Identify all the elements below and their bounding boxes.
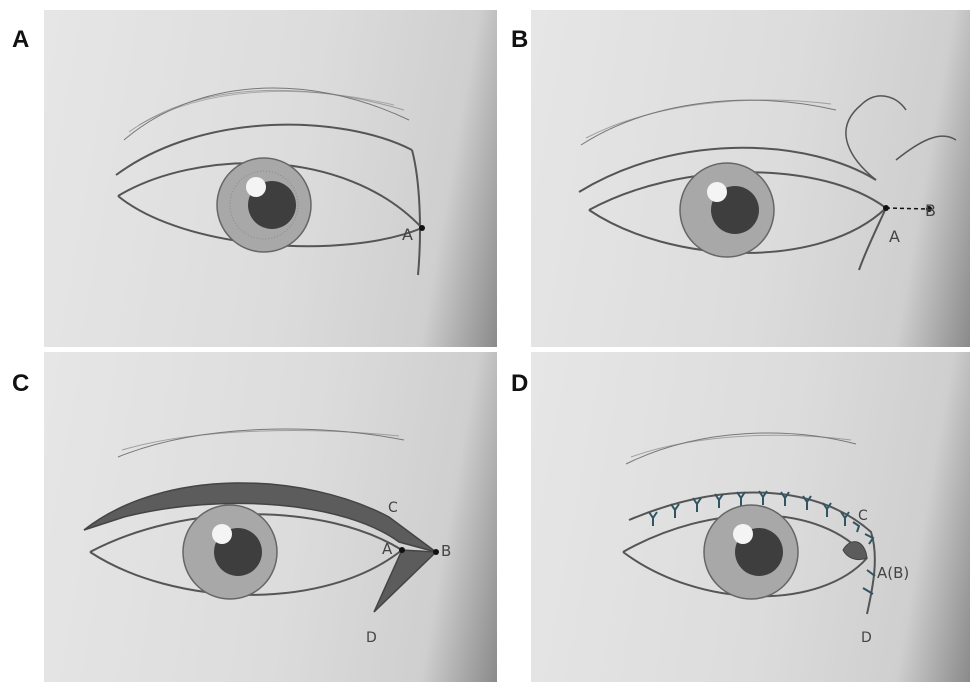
- point-ab-label: A(B): [877, 564, 909, 582]
- point-a-label: A: [382, 540, 393, 558]
- eye-highlight: [707, 182, 727, 202]
- point-b-label: B: [441, 542, 451, 560]
- point-d-label: D: [366, 630, 377, 646]
- eyebrow: [626, 433, 856, 464]
- point-a-label: A: [402, 225, 413, 244]
- point-b-dot: [433, 549, 439, 555]
- panel-letter-c: C: [12, 370, 29, 398]
- panel-b-svg: A B: [531, 10, 970, 347]
- dashed-line-a-b: [886, 208, 929, 209]
- eye-highlight: [212, 524, 232, 544]
- panel-letter-b: B: [511, 26, 528, 54]
- point-d-label: D: [861, 630, 872, 646]
- panel-letter-a: A: [12, 26, 29, 54]
- panel-b-drawing: A B: [531, 10, 970, 347]
- point-a-label: A: [889, 227, 900, 246]
- point-c-label: C: [388, 500, 398, 516]
- point-b-label: B: [925, 201, 936, 220]
- point-a-dot: [419, 225, 425, 231]
- nose-line: [896, 136, 956, 160]
- panel-c-drawing: A B C D: [44, 352, 497, 682]
- caruncle: [843, 542, 867, 560]
- eyelid-outer-line: [412, 150, 420, 275]
- medial-line: [859, 208, 886, 270]
- eyebrow: [124, 88, 409, 140]
- panel-c-svg: A B C D: [44, 352, 497, 682]
- panel-letter-d: D: [511, 370, 528, 398]
- panel-d-drawing: C A(B) D: [531, 352, 970, 682]
- eye-highlight: [246, 177, 266, 197]
- point-a-dot: [399, 547, 405, 553]
- eye-highlight: [733, 524, 753, 544]
- excised-lower-triangle: [374, 550, 436, 612]
- point-c-label: C: [858, 508, 868, 524]
- epicanthal-fold: [846, 96, 906, 180]
- eyebrow: [118, 429, 404, 457]
- panel-d-svg: C A(B) D: [531, 352, 970, 682]
- panel-a-svg: A: [44, 10, 497, 347]
- eyebrow: [581, 100, 836, 145]
- panel-a-drawing: A: [44, 10, 497, 347]
